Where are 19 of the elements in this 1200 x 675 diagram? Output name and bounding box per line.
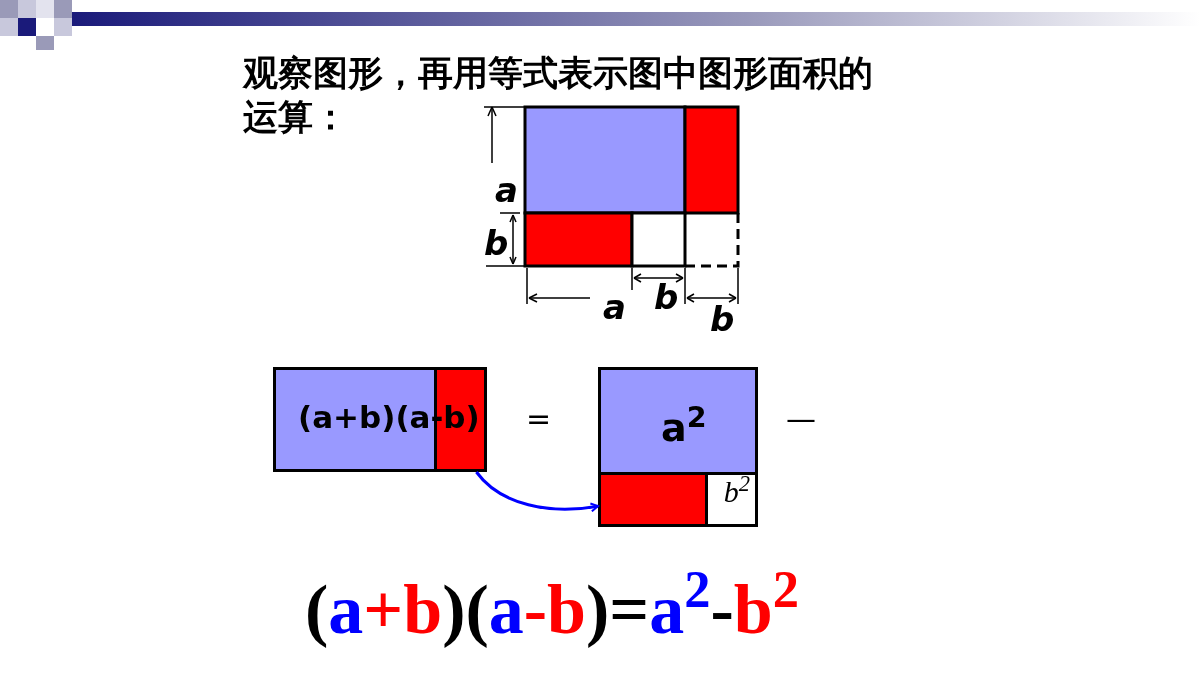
equation-part: - (710, 575, 734, 645)
equation-part: +b (363, 575, 443, 645)
dimension-label: b (710, 302, 735, 336)
dimension-label: b (484, 226, 509, 260)
area-text: b$^{2}$ (723, 477, 750, 507)
title: 观察图形，再用等式表示图中图形面积的运算： (243, 52, 874, 139)
equals-sign: = (526, 404, 552, 434)
area-text: a$^{2}$ (661, 400, 707, 452)
dimension-label: a (603, 290, 626, 324)
dimension-label: b (654, 280, 679, 314)
equation-part: a (488, 575, 524, 645)
curved-arrow (475, 471, 599, 513)
minus-sign: — (786, 404, 816, 434)
square-box (598, 367, 758, 475)
small-square (705, 472, 758, 527)
dimension-label: a (495, 173, 518, 207)
equation-part: a (328, 575, 364, 645)
strip-box (598, 472, 708, 527)
equation-part: -b (523, 575, 586, 645)
